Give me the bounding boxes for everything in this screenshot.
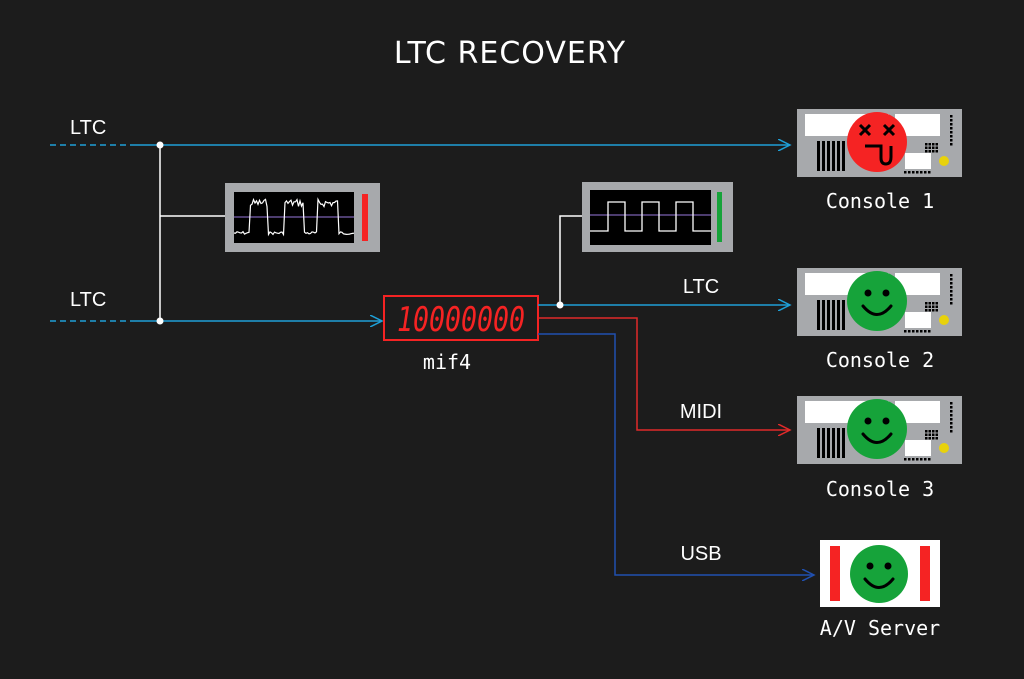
console-2-label: Console 2: [826, 348, 934, 372]
av-server: [820, 540, 940, 607]
dead-face-icon: [847, 112, 907, 172]
monitor-wire-2: [559, 215, 582, 305]
monitor-wire-1: [159, 145, 225, 321]
junction-dot: [156, 141, 164, 149]
usb-line: [538, 333, 814, 575]
smiley-face-icon: [850, 545, 908, 603]
status-bar-good: [717, 192, 722, 242]
junction-dot: [556, 301, 564, 309]
av-server-label: A/V Server: [820, 616, 940, 640]
status-bar-bad: [362, 194, 368, 241]
junction-dot: [156, 317, 164, 325]
link-label-usb: USB: [680, 543, 721, 565]
console-1: [797, 109, 962, 177]
smiley-face-icon: [847, 271, 907, 331]
scope-clean: [582, 182, 733, 252]
console-2: [797, 268, 962, 336]
scope-noisy: [225, 183, 380, 252]
status-led: [939, 443, 949, 453]
console-1-label: Console 1: [826, 189, 934, 213]
clean-waveform: [590, 201, 711, 232]
midi-line: [538, 317, 790, 430]
diagram-title: LTC RECOVERY: [394, 36, 626, 71]
link-label-midi: MIDI: [680, 401, 722, 423]
console-3-label: Console 3: [826, 477, 934, 501]
mif4-device: 10000000: [383, 295, 539, 341]
link-label-ltc: LTC: [683, 276, 719, 298]
input-label-2: LTC: [70, 289, 106, 311]
smiley-face-icon: [847, 399, 907, 459]
device-label: mif4: [423, 350, 471, 374]
timecode-display: 10000000: [397, 300, 525, 340]
input-label-1: LTC: [70, 117, 106, 139]
console-3: [797, 396, 962, 464]
noisy-waveform: [233, 197, 355, 237]
status-led: [939, 315, 949, 325]
status-led: [939, 156, 949, 166]
